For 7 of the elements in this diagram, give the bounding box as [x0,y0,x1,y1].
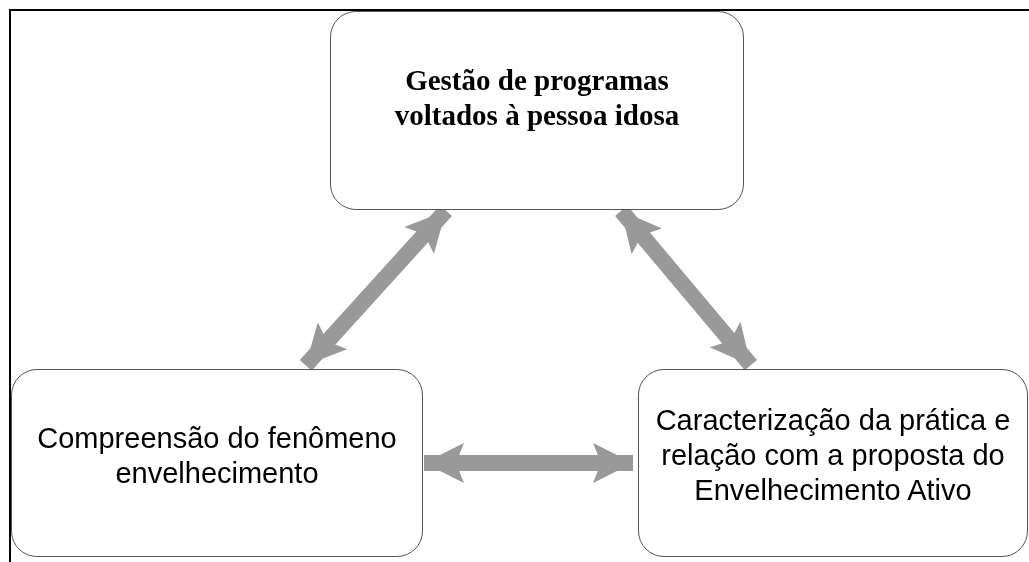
rounded-box [638,369,1028,557]
box-text: Compreensão do fenômeno envelhecimento [36,420,398,491]
box-text: Caracterização da prática e relação com a proposta do Envelhecimento Ativo [654,403,1012,508]
rounded-box [330,11,744,210]
rounded-box [11,369,423,557]
double-arrow [424,443,633,483]
box-text: Gestão de programas voltados à pessoa idosa [393,63,681,133]
